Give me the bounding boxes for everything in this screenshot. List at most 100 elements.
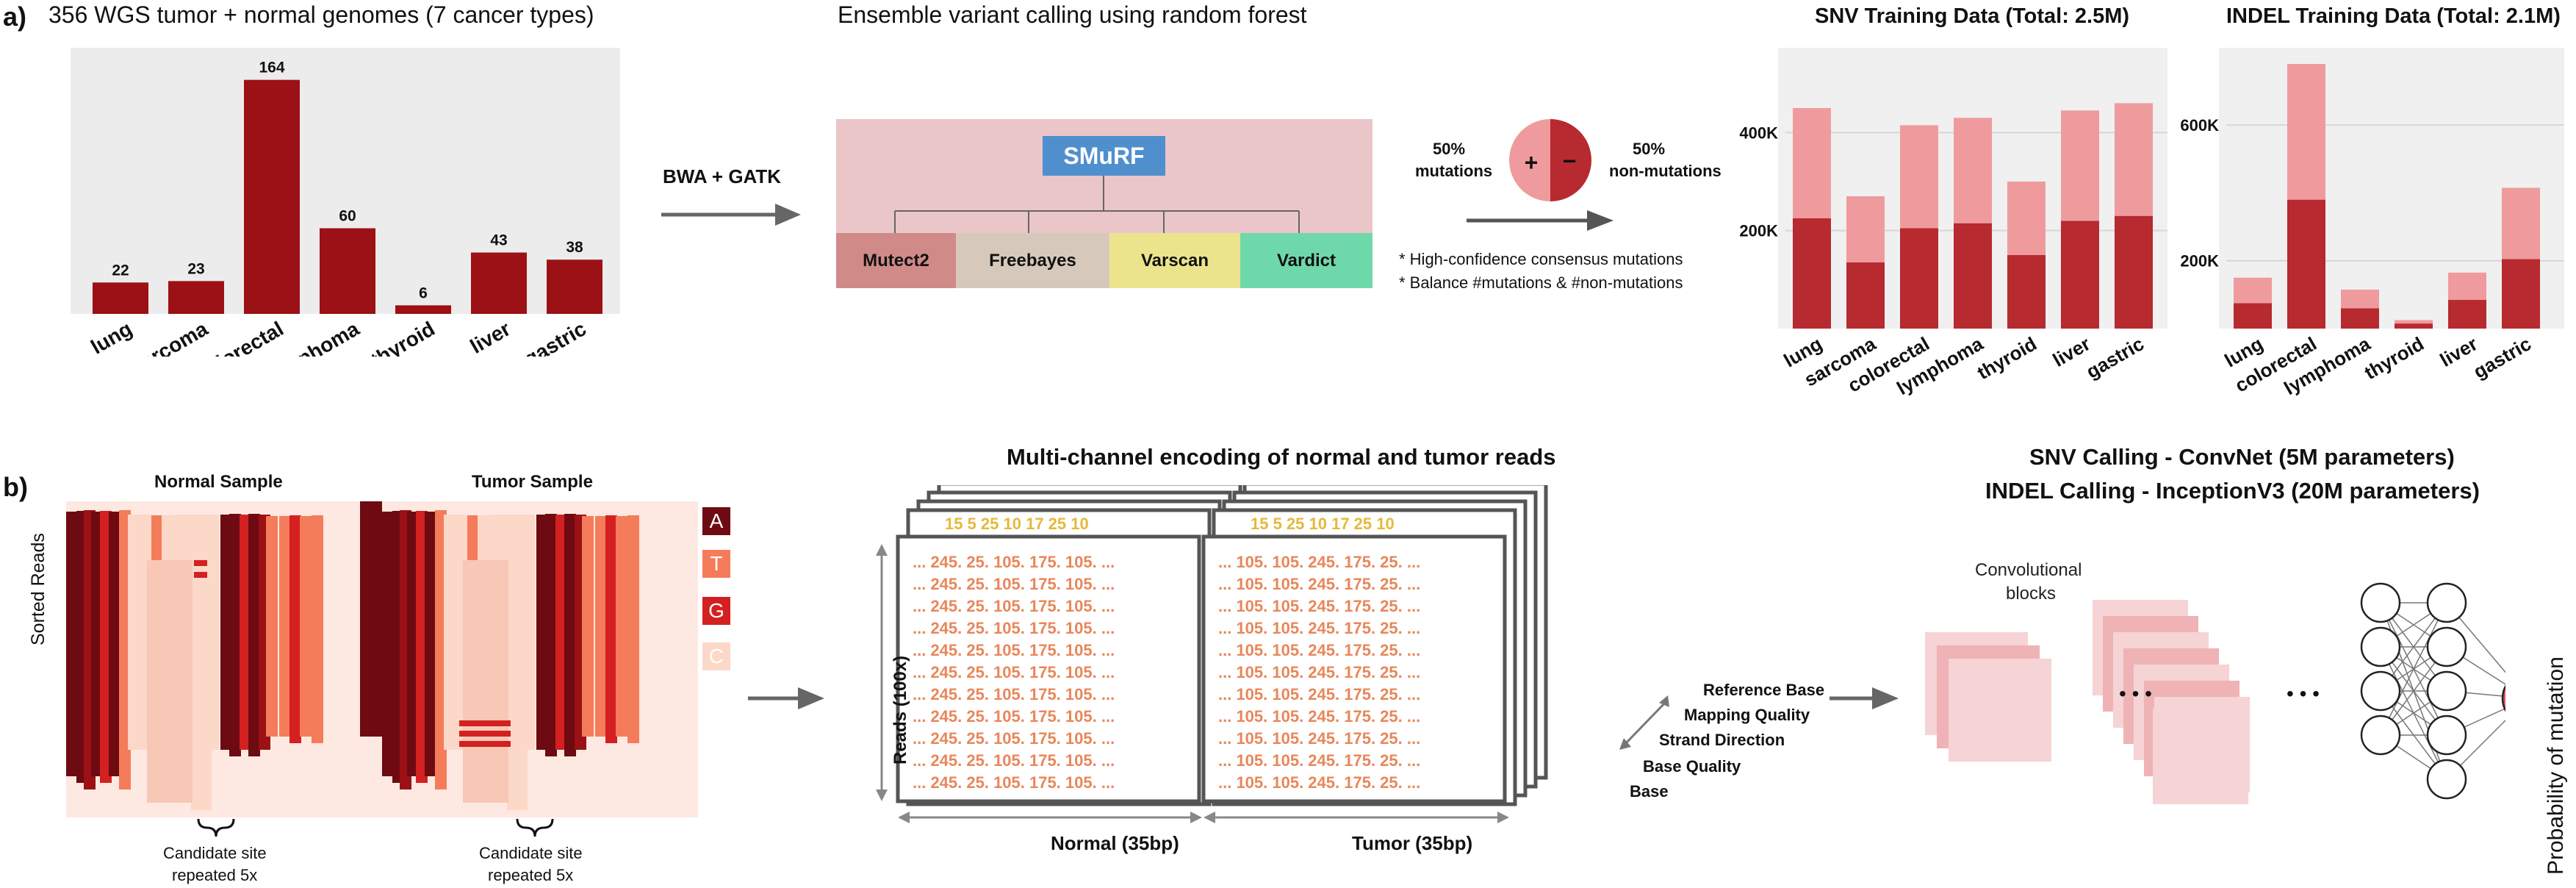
tumor-axis-label: Tumor (35bp) xyxy=(1352,832,1473,854)
panel-a-label: a) xyxy=(3,1,27,32)
node xyxy=(2360,670,2401,712)
split-right-label: non-mutations xyxy=(1609,162,1721,180)
read-column xyxy=(616,516,627,737)
tumor-sample-label: Tumor Sample xyxy=(472,472,593,492)
caller-mutect2: Mutect2 xyxy=(836,233,956,288)
caller-tree-lines xyxy=(894,176,1300,233)
channel-depth-arrow xyxy=(1619,695,1669,750)
bar-colorectal-seg1 xyxy=(1900,125,1938,229)
edge xyxy=(2446,602,2505,673)
channel-strand-direction: Strand Direction xyxy=(1659,731,1785,749)
note-1: * High-confidence consensus mutations xyxy=(1399,250,1683,268)
bar-gastric-seg0 xyxy=(2502,259,2540,329)
smurf-box: SMuRF xyxy=(1043,136,1165,176)
tumor-front-row: ... 105. 105. 245. 175. 25. ... xyxy=(1218,575,1420,593)
bar-liver-seg0 xyxy=(2061,221,2099,329)
split-arrow xyxy=(1467,210,1613,231)
base-t-swatch: T xyxy=(702,550,730,578)
read-column xyxy=(266,516,278,737)
ytick-label: 400K xyxy=(1739,123,1778,142)
edge xyxy=(2380,602,2447,736)
normal-axis-arrow xyxy=(898,812,910,823)
caller-vardict: Vardict xyxy=(1240,233,1372,288)
split-right-pct: 50% xyxy=(1633,140,1666,158)
node xyxy=(2426,626,2467,667)
bar-lymphoma xyxy=(320,228,375,314)
caller-freebayes: Freebayes xyxy=(956,233,1109,288)
bar-sarcoma-seg0 xyxy=(1846,262,1885,329)
pipeline-arrow xyxy=(661,204,801,226)
tumor-front xyxy=(1201,534,1507,803)
candidate-tumor-2: repeated 5x xyxy=(488,866,574,884)
sorted-reads-label: Sorted Reads xyxy=(28,533,48,645)
pipeline-step-label: BWA + GATK xyxy=(663,165,782,187)
output-node xyxy=(2501,684,2505,712)
value-label-colorectal: 164 xyxy=(259,60,284,76)
candidate-region xyxy=(463,560,508,803)
read-column xyxy=(425,512,436,776)
value-label-lung: 22 xyxy=(112,262,129,279)
node xyxy=(2426,582,2467,623)
normal-front-row: ... 245. 25. 105. 175. 105. ... xyxy=(913,597,1115,615)
bar-lung xyxy=(93,282,148,314)
node xyxy=(2426,715,2467,756)
model-arrow xyxy=(1830,687,1899,709)
note-2: * Balance #mutations & #non-mutations xyxy=(1399,273,1683,292)
output-axis-label: Probability of mutation xyxy=(2544,656,2568,875)
reads-axis-arrow xyxy=(876,789,888,801)
bar-liver-seg1 xyxy=(2448,272,2486,300)
conv-block-deep xyxy=(2153,709,2248,804)
read-column xyxy=(627,515,639,743)
ytick-label: 200K xyxy=(1739,222,1778,240)
tumor-axis-arrow xyxy=(1497,812,1509,823)
read-column xyxy=(289,515,301,743)
candidate-braces xyxy=(197,818,554,837)
conv-network: 0.8 xyxy=(1925,582,2505,804)
ytick-label: 200K xyxy=(2180,252,2219,271)
bar-lung-seg1 xyxy=(1793,108,1831,218)
bar-thyroid-seg0 xyxy=(2395,323,2433,329)
tumor-front-row: ... 105. 105. 245. 175. 25. ... xyxy=(1218,685,1420,703)
panel-b-label: b) xyxy=(3,472,28,502)
read-column xyxy=(545,514,557,756)
channel-base: Base xyxy=(1630,782,1669,801)
bar-lung-seg1 xyxy=(2234,277,2272,304)
ensemble-title: Ensemble variant calling using random fo… xyxy=(838,1,1307,28)
mutation-mark xyxy=(459,720,511,726)
bar-colorectal-seg0 xyxy=(2287,199,2325,329)
bar-colorectal-seg0 xyxy=(1900,228,1938,329)
encoding-arrow xyxy=(748,687,824,709)
tumor-front-row: ... 105. 105. 245. 175. 25. ... xyxy=(1218,729,1420,748)
base-c-swatch: C xyxy=(702,642,730,670)
normal-front-row: ... 245. 25. 105. 175. 105. ... xyxy=(913,707,1115,726)
encoding-stack: 15 5 25 10 17 25 1015 5 25 10 17 25 1015… xyxy=(876,485,1548,823)
bar-colorectal-seg1 xyxy=(2287,64,2325,200)
bar-thyroid xyxy=(395,305,451,314)
tick-label-gastric: gastric xyxy=(520,317,590,357)
tick-label-sarcoma: sarcoma xyxy=(127,317,212,357)
normal-front-row: ... 245. 25. 105. 175. 105. ... xyxy=(913,575,1115,593)
candidate-column xyxy=(507,560,528,810)
reads-axis-label: Reads (100x) xyxy=(891,655,910,765)
read-column xyxy=(605,515,617,743)
channel-reference-base: Reference Base xyxy=(1703,681,1825,699)
ref-mark xyxy=(194,572,207,578)
plus-sign: + xyxy=(1525,149,1539,176)
tumor-front-row: ... 105. 105. 245. 175. 25. ... xyxy=(1218,619,1420,637)
read-column xyxy=(66,512,78,776)
bar-lymphoma-seg1 xyxy=(2341,289,2379,309)
bar-sarcoma xyxy=(168,281,224,314)
snv-chart: 200K400Klungsarcomacolorectallymphomathy… xyxy=(1739,103,2167,399)
mutation-mark xyxy=(459,731,511,737)
tumor-front-row: ... 105. 105. 245. 175. 25. ... xyxy=(1218,663,1420,681)
read-column xyxy=(564,514,576,756)
read-column xyxy=(248,514,260,756)
caller-varscan: Varscan xyxy=(1109,233,1240,288)
normal-front-row: ... 245. 25. 105. 175. 105. ... xyxy=(913,641,1115,659)
node xyxy=(2426,759,2467,800)
tick-label-thyroid: thyroid xyxy=(1974,332,2040,384)
bar-lung-seg0 xyxy=(1793,218,1831,329)
normal-front xyxy=(896,534,1201,803)
bar-gastric-seg1 xyxy=(2502,187,2540,259)
